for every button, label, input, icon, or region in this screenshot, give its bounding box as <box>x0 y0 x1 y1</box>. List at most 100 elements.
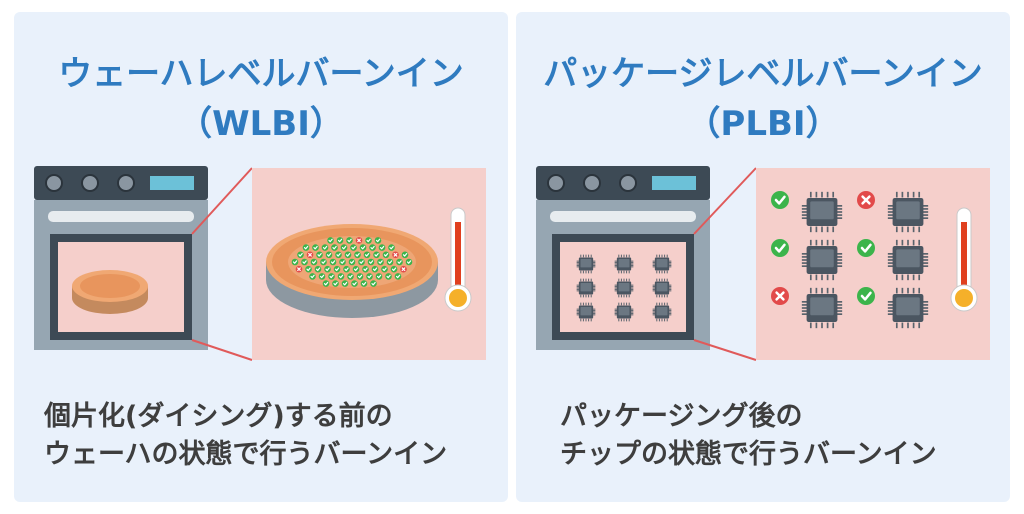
pass-check-icon <box>339 258 346 266</box>
pass-check-icon <box>343 265 350 273</box>
pass-check-icon <box>401 251 409 259</box>
wafer-die-marks <box>291 237 413 287</box>
oven-icon <box>34 166 208 350</box>
pass-check-icon <box>396 258 403 266</box>
plbi-desc-line1: パッケージング後の <box>560 401 803 432</box>
fail-mark-icon <box>771 287 789 305</box>
pass-check-icon <box>386 258 394 266</box>
pass-check-icon <box>771 239 789 257</box>
chip-icon <box>614 302 634 322</box>
pass-check-icon <box>377 258 384 266</box>
chip-icon <box>887 287 929 329</box>
pass-check-icon <box>382 251 390 259</box>
pass-check-icon <box>329 258 337 266</box>
zoom-line <box>191 167 253 235</box>
pass-check-icon <box>360 280 368 287</box>
pass-check-icon <box>333 265 341 273</box>
pass-check-icon <box>291 258 299 266</box>
chip-icon <box>652 254 672 274</box>
chip-icon <box>576 254 596 274</box>
thermometer-icon <box>444 207 472 312</box>
plbi-panel: パッケージレベルバーンイン （PLBI） パッケージング後の <box>516 12 1010 502</box>
pass-check-icon <box>374 237 382 244</box>
pass-check-icon <box>336 237 344 244</box>
pass-check-icon <box>390 265 398 273</box>
wlbi-desc-line1: 個片化(ダイシング)する前の <box>44 401 393 432</box>
fail-mark-icon <box>355 237 363 244</box>
pass-check-icon <box>337 273 345 280</box>
pass-check-icon <box>351 280 358 287</box>
pass-check-icon <box>321 244 329 251</box>
plbi-title: パッケージレベルバーンイン <box>543 54 983 94</box>
pass-check-icon <box>328 273 335 280</box>
pass-check-icon <box>309 273 316 280</box>
pass-check-icon <box>324 265 331 273</box>
pass-check-icon <box>316 251 323 259</box>
pass-check-icon <box>362 265 369 273</box>
plbi-abbreviation: （PLBI） <box>686 104 840 144</box>
chip-icon <box>614 254 634 274</box>
pass-check-icon <box>385 273 392 280</box>
pass-check-icon <box>310 258 318 266</box>
pass-check-icon <box>366 273 373 280</box>
pass-check-icon <box>373 251 380 259</box>
chip-icon <box>887 239 929 281</box>
pass-check-icon <box>332 280 339 287</box>
pass-check-icon <box>320 258 327 266</box>
wlbi-description: 個片化(ダイシング)する前の ウェーハの状態で行うバーンイン <box>44 398 447 474</box>
pass-check-icon <box>322 280 330 287</box>
pass-check-icon <box>371 265 379 273</box>
chip-icon <box>576 278 596 298</box>
zoom-line <box>693 339 757 361</box>
pass-check-icon <box>369 244 376 251</box>
pass-check-icon <box>325 251 333 259</box>
zoom-line <box>191 339 253 361</box>
wlbi-abbreviation: （WLBI） <box>178 104 344 144</box>
zoom-chip-icons <box>771 191 929 329</box>
chip-icon <box>801 239 843 281</box>
pass-check-icon <box>305 265 312 273</box>
pass-check-icon <box>327 237 334 244</box>
pass-check-icon <box>381 265 388 273</box>
chip-icon <box>652 302 672 322</box>
pass-check-icon <box>347 273 354 280</box>
pass-check-icon <box>350 244 357 251</box>
chip-icon <box>614 278 634 298</box>
wlbi-panel: ウェーハレベルバーンイン （WLBI） <box>14 12 508 502</box>
fail-mark-icon <box>400 265 407 273</box>
zoom-line <box>693 167 757 235</box>
pass-check-icon <box>857 239 875 257</box>
pass-check-icon <box>365 237 372 244</box>
plbi-description: パッケージング後の チップの状態で行うバーンイン <box>560 398 937 474</box>
pass-check-icon <box>375 273 383 280</box>
pass-check-icon <box>314 265 322 273</box>
pass-check-icon <box>359 244 367 251</box>
chip-icon <box>652 278 672 298</box>
pass-check-icon <box>370 280 377 287</box>
pass-check-icon <box>354 251 361 259</box>
pass-check-icon <box>367 258 375 266</box>
pass-check-icon <box>394 273 402 280</box>
chip-icon <box>576 302 596 322</box>
pass-check-icon <box>302 244 310 251</box>
pass-check-icon <box>771 191 789 209</box>
pass-check-icon <box>335 251 342 259</box>
plbi-illustration <box>536 166 990 361</box>
plbi-desc-line2: チップの状態で行うバーンイン <box>560 439 937 470</box>
pass-check-icon <box>363 251 371 259</box>
pass-check-icon <box>348 258 356 266</box>
pass-check-icon <box>857 287 875 305</box>
pass-check-icon <box>356 273 364 280</box>
chip-icon <box>887 191 929 233</box>
pass-check-icon <box>297 251 304 259</box>
thermometer-icon <box>950 207 978 312</box>
pass-check-icon <box>358 258 365 266</box>
wlbi-title: ウェーハレベルバーンイン <box>58 54 464 94</box>
fail-mark-icon <box>857 191 875 209</box>
pass-check-icon <box>331 244 338 251</box>
large-wafer-icon <box>266 224 438 318</box>
fail-mark-icon <box>392 251 399 259</box>
pass-check-icon <box>301 258 308 266</box>
wlbi-desc-line2: ウェーハの状態で行うバーンイン <box>44 439 448 470</box>
fail-mark-icon <box>306 251 314 259</box>
